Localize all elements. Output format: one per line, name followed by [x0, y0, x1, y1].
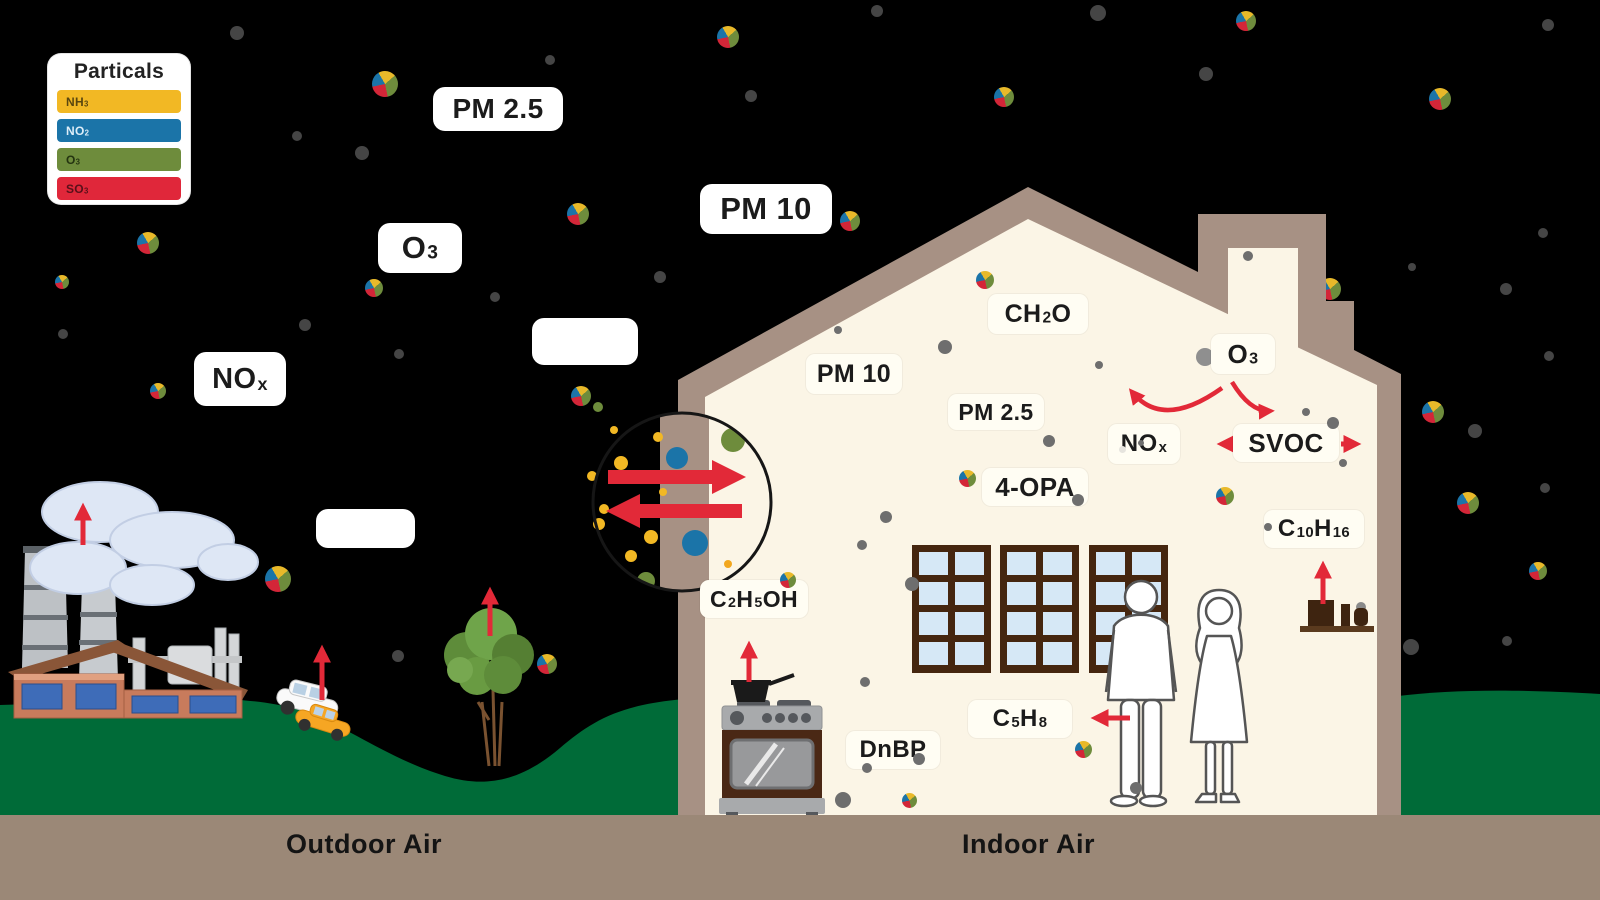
- shelf-products: [1300, 560, 1374, 632]
- label-blank-1: [532, 318, 638, 365]
- label-svoc: SVOC: [1233, 424, 1339, 462]
- label-pm25-indoor: PM 2.5: [948, 394, 1044, 430]
- label-dnbp: DnBP: [846, 731, 940, 769]
- label-pm25-outdoor: PM 2.5: [433, 87, 563, 131]
- magnifier-circle: [591, 411, 773, 593]
- o3-to-nox-arrow: [1128, 386, 1224, 413]
- o3-to-svoc-arrow: [1230, 380, 1275, 420]
- ground-bar: Outdoor Air Indoor Air: [0, 815, 1600, 900]
- person-woman: [1189, 588, 1249, 804]
- label-blank-2: [316, 509, 415, 548]
- outside-particles-small: [587, 402, 637, 562]
- cars: [276, 644, 351, 741]
- label-pm10-outdoor: PM 10: [700, 184, 832, 234]
- ground-hills: [0, 690, 1600, 816]
- factory: [8, 481, 259, 719]
- label-4opa: 4-OPA: [982, 468, 1088, 506]
- gray-halfdot: [1196, 348, 1214, 366]
- air-in-arrow: [608, 460, 746, 494]
- legend-title: Particals: [73, 60, 165, 83]
- stove: [719, 640, 825, 817]
- person-man: [1104, 579, 1178, 808]
- orange-car: [295, 703, 351, 741]
- outdoor-air-label: Outdoor Air: [286, 829, 442, 859]
- tree: [444, 586, 534, 767]
- factory-building: [8, 640, 248, 719]
- air-out-arrow: [606, 494, 742, 528]
- label-pm10-indoor: PM 10: [806, 354, 902, 394]
- cooking-pot: [731, 673, 795, 702]
- smoke-cloud: [29, 481, 259, 606]
- indoor-air-label: Indoor Air: [962, 829, 1095, 859]
